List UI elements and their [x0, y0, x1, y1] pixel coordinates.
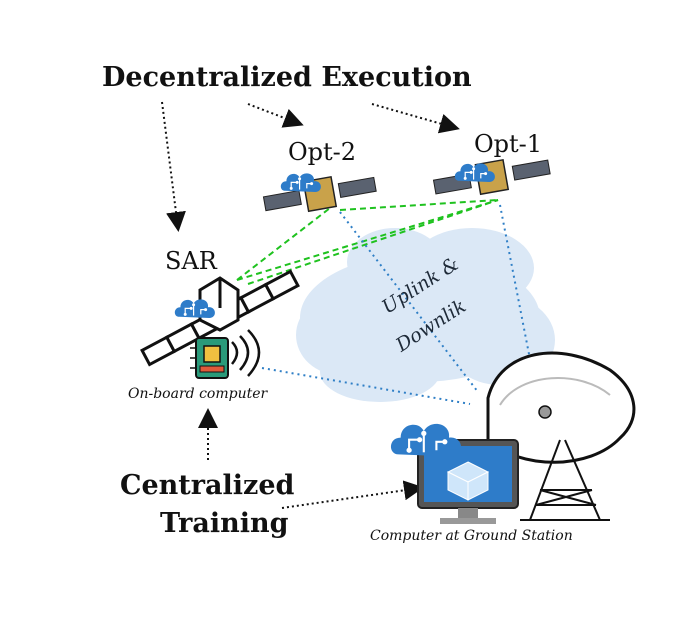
- annotation-arrows: [161, 101, 460, 509]
- centralized-label: Centralized: [120, 470, 295, 501]
- brain-circuit-icon: [389, 422, 463, 458]
- onboard-chip-icon: [190, 329, 261, 379]
- brain-circuit-icon: [280, 172, 322, 193]
- sar-label: SAR: [165, 247, 217, 275]
- ground-station-label: Computer at Ground Station: [370, 528, 573, 544]
- ground-dish-icon: [486, 351, 636, 521]
- opt1-label: Opt-1: [474, 130, 543, 158]
- onboard-computer-label: On-board computer: [128, 386, 268, 402]
- training-label: Training: [160, 508, 289, 539]
- satellite-opt2: [262, 175, 377, 213]
- opt2-label: Opt-2: [288, 138, 357, 166]
- ground-links: [261, 204, 536, 405]
- uplink-cloud: [296, 228, 555, 402]
- decentralized-execution-label: Decentralized Execution: [102, 62, 472, 93]
- inter-satellite-links: [236, 199, 499, 285]
